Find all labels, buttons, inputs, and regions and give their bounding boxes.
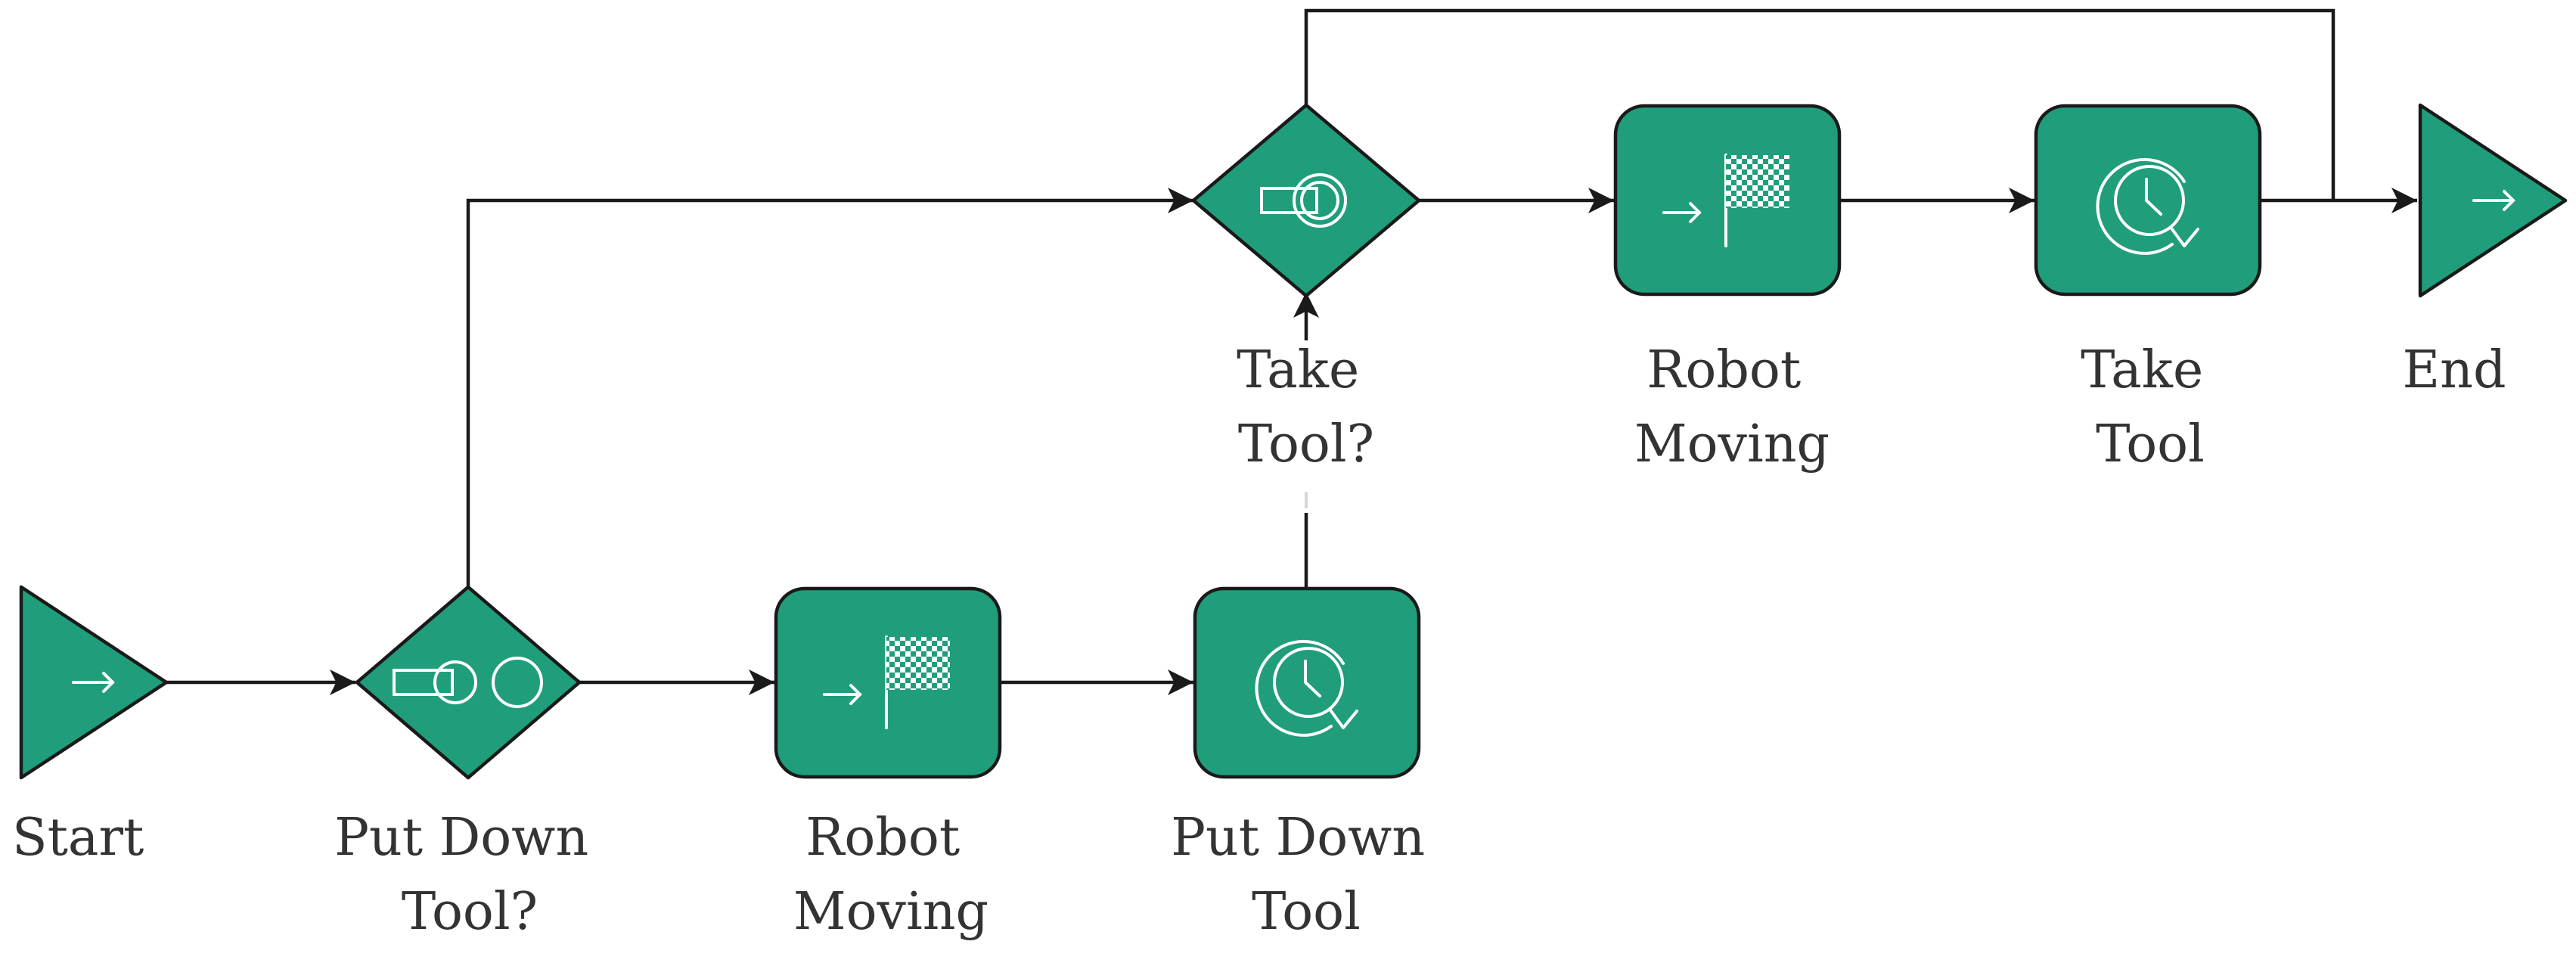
take-tool-gateway-label: Take Tool? [1237, 340, 1376, 474]
robot-moving-2-label: Robot Moving [1634, 340, 1830, 474]
take-tool-gateway[interactable] [1191, 103, 1421, 298]
clock-timer-icon [2096, 157, 2199, 255]
take-tool-task[interactable] [2034, 104, 2262, 297]
put-down-tool-gateway-label: Put Down Tool? [334, 808, 605, 942]
toggle-switch-icon [393, 657, 543, 708]
put-down-tool-gateway[interactable] [355, 585, 582, 780]
label-backdrop [1225, 340, 1387, 492]
end-label: End [2403, 340, 2506, 400]
checkered-flag-icon [823, 635, 950, 729]
checkered-flag-icon [1662, 154, 1789, 247]
start-event[interactable] [19, 585, 169, 780]
arrow-right-icon [2472, 190, 2515, 211]
end-event[interactable] [2418, 103, 2568, 298]
toggle-switch-icon [1260, 173, 1347, 228]
put-down-tool-label: Put Down Tool [1171, 808, 1442, 942]
start-label: Start [12, 808, 144, 868]
arrow-right-icon [72, 672, 115, 693]
edge-take-gateway-to-end [1304, 8, 2335, 200]
robot-moving-task-2[interactable] [1613, 104, 1842, 297]
robot-moving-1-label: Robot Moving [793, 808, 989, 942]
take-tool-label: Take Tool [2081, 340, 2220, 474]
clock-timer-icon [1255, 639, 1358, 737]
robot-moving-task-1[interactable] [774, 586, 1002, 779]
put-down-tool-task[interactable] [1193, 586, 1421, 779]
edge-putdown-gateway-to-take-gateway [466, 188, 1193, 587]
